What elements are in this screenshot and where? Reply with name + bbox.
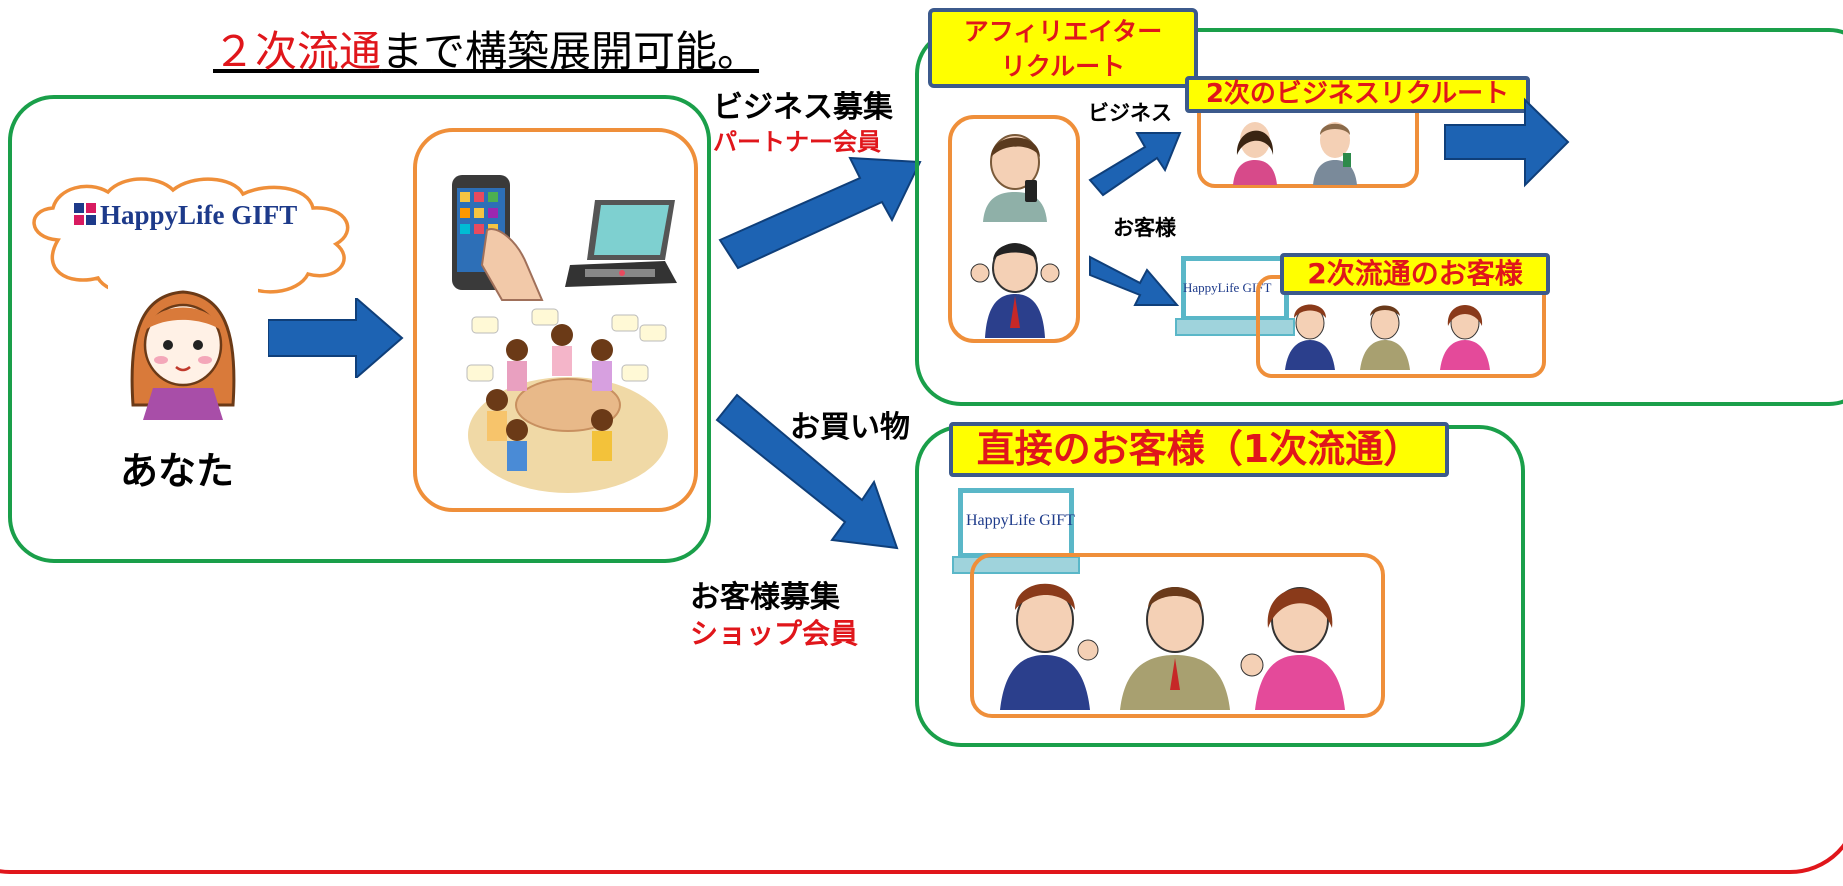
computer-screen-2 — [958, 488, 1074, 558]
arrow-business — [718, 156, 922, 270]
secondary-customer-label: 2次流通のお客様 — [1280, 253, 1550, 295]
arrow-secondary-business — [1088, 132, 1182, 197]
happylife-logo: HappyLife GIFT — [100, 200, 298, 230]
laptop-icon — [565, 200, 677, 287]
arrow-to-activity — [268, 298, 404, 378]
headline-rest: まで構築展開可能。 — [381, 27, 760, 76]
business-label: ビジネス — [1088, 101, 1172, 125]
affiliate-recruit-label: アフィリエイター リクルート — [928, 8, 1198, 88]
direct-customer-people-panel — [970, 553, 1385, 718]
arrow-secondary-customer — [1089, 255, 1180, 306]
shop-member-label: ショップ会員 — [690, 617, 859, 650]
customer-recruit-title: お客様募集 — [690, 580, 840, 615]
direct-customer-computer: HappyLife GIFT — [952, 482, 1080, 582]
customers-small — [1285, 304, 1490, 370]
meeting-illustration — [466, 308, 668, 493]
direct-customer-label: 直接のお客様（1次流通） — [949, 422, 1449, 477]
business-recruit-title: ビジネス募集 — [713, 90, 893, 125]
businessman-cheering — [970, 243, 1060, 338]
headline: ２次流通まで構築展開可能。 — [213, 18, 759, 79]
affiliate-people-panel — [948, 115, 1080, 343]
computer-logo: HappyLife GIFT — [1183, 280, 1272, 295]
gift-icon — [74, 195, 96, 229]
you-label: あなた — [120, 449, 235, 493]
shopping-label: お買い物 — [790, 410, 910, 445]
man-with-phone-2 — [1313, 122, 1357, 185]
activity-panel — [413, 128, 698, 512]
affiliate-panel — [915, 28, 1843, 406]
girl-avatar — [108, 270, 258, 420]
customers-large — [1000, 583, 1345, 710]
headline-highlight: ２次流通 — [213, 27, 382, 76]
secondary-business-label: 2次のビジネスリクルート — [1185, 76, 1530, 113]
woman-with-phone — [1233, 122, 1277, 185]
smartphone-icon — [452, 175, 544, 301]
customer-label: お客様 — [1113, 216, 1176, 240]
arrow-continue — [1444, 97, 1570, 188]
you-panel — [8, 95, 711, 563]
computer-logo-2: HappyLife GIFT — [966, 512, 1075, 529]
arrow-shopping — [715, 393, 899, 550]
partner-member-label: パートナー会員 — [713, 128, 881, 156]
man-with-phone — [983, 134, 1047, 222]
